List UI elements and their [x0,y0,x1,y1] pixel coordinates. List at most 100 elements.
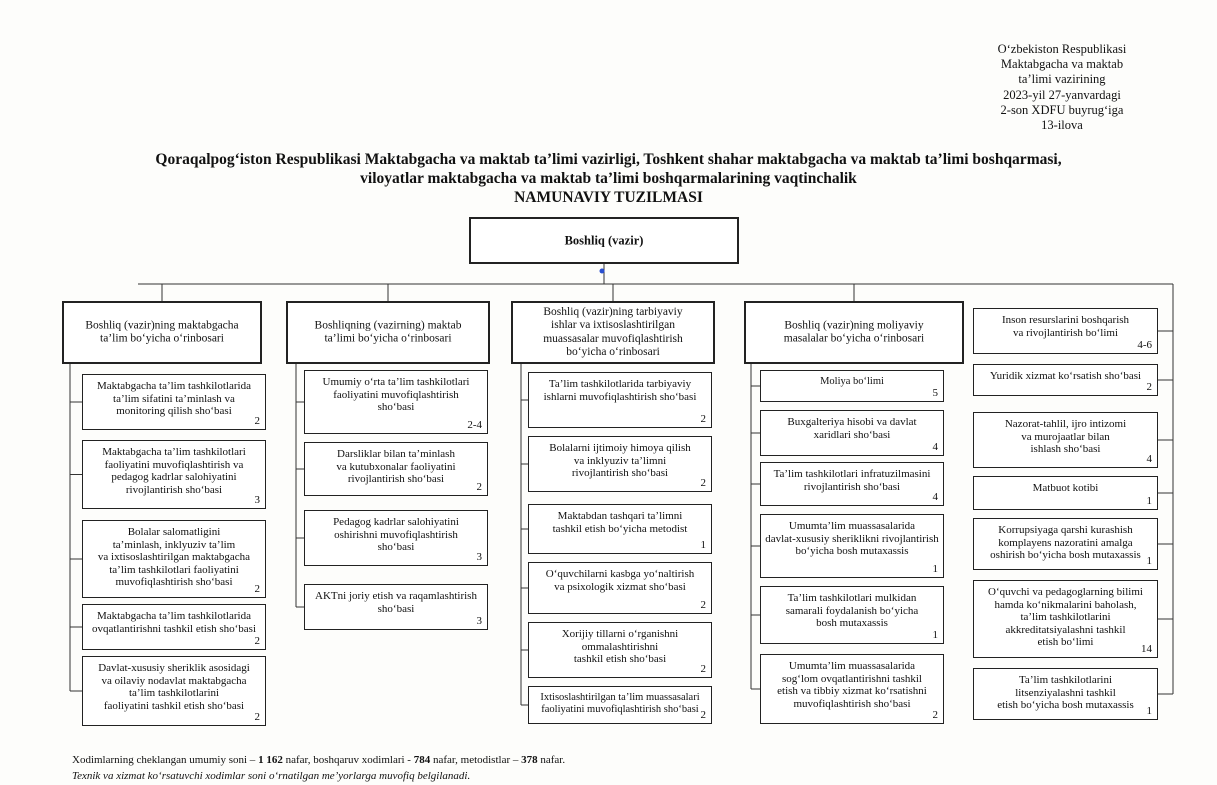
direct-unit-box-4-label-line-1: Matbuot kotibi [1032,482,1099,494]
unit-box-col1-1-label-line-2: ta’lim sifatini ta’minlash va [113,392,235,405]
direct-unit-box-2-staff-count: 2 [1146,381,1153,393]
direct-unit-box-3-label-line-2: va murojaatlar bilan [1021,430,1110,443]
deputy-box-4-label-line-2: masalalar bo‘yicha o‘rinbosari [783,332,925,345]
unit-box-col1-3-staff-count: 2 [254,583,261,595]
unit-box-col1-1-staff-count: 2 [254,415,261,427]
unit-box-col4-5-label-line-2: samarali foydalanish bo‘yicha [785,604,919,617]
unit-box-col4-5-label-line-1: Ta’lim tashkilotlari mulkidan [787,592,917,604]
unit-box-col3-5-staff-count: 2 [700,663,707,675]
title-line-3: NAMUNAVIY TUZILMASI [514,189,703,206]
unit-box-col2-2-staff-count: 2 [476,481,483,493]
deputy-box-2-label-line-1: Boshliqning (vazirning) maktab [314,319,462,331]
direct-unit-box-5-label-line-2: komplayens nazoratini amalga [998,536,1133,549]
direct-unit-box-1-staff-count: 4-6 [1137,339,1152,351]
unit-box-col4-2-label-line-2: xaridlari sho‘basi [813,428,891,441]
unit-box-col3-4-staff-count: 2 [700,599,707,611]
direct-unit-box-3-label-line-3: ishlash sho‘basi [1030,443,1101,456]
unit-box-col1-3-label-line-4: ta’lim tashkilotlari faoliyatini [109,563,239,576]
unit-box-col3-1-staff-count: 2 [700,413,707,425]
connector-dot [599,268,605,274]
direct-unit-box-7-label-line-1: Ta’lim tashkilotlarini [1018,674,1113,686]
unit-box-col2-3-label-line-3: sho‘basi [377,541,415,554]
unit-box-col4-3-label-line-2: rivojlantirish sho‘basi [803,480,901,493]
unit-box-col1-5-label-line-1: Davlat-xususiy sheriklik asosidagi [98,662,250,674]
unit-box-col3-5-label-line-3: tashkil etish sho‘basi [573,653,667,666]
unit-box-col3-3-label-line-2: tashkil etish bo‘yicha metodist [552,522,688,535]
deputy-box-1-label-line-1: Boshliq (vazir)ning maktabgacha [85,319,239,331]
unit-box-col4-4-label-line-2: davlat-xususiy sheriklikni rivojlantiris… [765,532,939,545]
unit-box-col3-5-label-line-2: ommalashtirishni [581,640,659,653]
unit-box-col1-3-label-line-1: Bolalar salomatligini [127,526,221,538]
unit-box-col2-1-staff-count: 2-4 [467,419,482,431]
unit-box-col4-2-label-line-1: Buxgalteriya hisobi va davlat [787,416,917,428]
direct-unit-box-6-label-line-5: etish bo‘limi [1037,636,1094,649]
unit-box-col3-2-label-line-3: rivojlantirish sho‘basi [571,467,669,480]
unit-box-col2-3-staff-count: 3 [476,551,483,563]
deputy-box-3-label-line-1: Boshliq (vazir)ning tarbiyaviy [543,305,683,318]
approval-note-line-4: 2023-yil 27-yanvardagi [1003,87,1121,102]
deputy-box-3-label-line-2: ishlar va ixtisoslashtirilgan [551,319,675,331]
unit-box-col4-1-label-line-1: Moliya bo‘limi [820,376,884,387]
unit-box-col2-3-label-line-2: oshirishni muvofiqlashtirish [334,528,458,541]
unit-box-col2-1-label-line-2: faoliyatini muvofiqlashtirish [333,388,459,401]
unit-box-col4-6-label-line-1: Umumta’lim muassasalarida [788,660,916,672]
approval-note-line-2: Maktabgacha va maktab [1000,57,1124,72]
unit-box-col4-6-label-line-4: muvofiqlashtirish sho‘basi [793,697,911,710]
unit-box-col1-4-staff-count: 2 [254,635,261,647]
approval-note-line-6: 13-ilova [1041,118,1083,133]
direct-unit-box-2-label-line-1: Yuridik xizmat ko‘rsatish sho‘basi [989,370,1142,382]
direct-unit-box-7-label-line-3: etish bo‘yicha bosh mutaxassis [997,699,1134,712]
unit-box-col4-6-label-line-3: etish va tibbiy xizmat ko‘rsatishni [777,685,927,698]
unit-box-col3-2-staff-count: 2 [700,477,707,489]
unit-box-col1-2-label-line-4: rivojlantirish sho‘basi [125,483,223,496]
direct-unit-box-7-label-line-2: litsenziyalashni tashkil [1015,686,1116,699]
direct-unit-box-3-staff-count: 4 [1146,453,1153,465]
root-label: Boshliq (vazir) [564,233,644,248]
unit-box-col3-3-label-line-1: Maktabdan tashqari ta’limni [557,510,683,522]
unit-box-col3-6-label-line-1: Ixtisoslashtirilgan ta’lim muassasalari [540,692,700,703]
title-line-2: viloyatlar maktabgacha va maktab ta’limi… [360,170,857,187]
unit-box-col4-2-staff-count: 4 [932,441,939,453]
direct-unit-box-1-label-line-1: Inson resurslarini boshqarish [1001,314,1130,326]
unit-box-col3-4-label-line-2: va psixologik xizmat sho‘basi [554,580,686,593]
unit-box-col2-3-label-line-1: Pedagog kadrlar salohiyatini [333,516,459,528]
unit-box-col1-5-staff-count: 2 [254,711,261,723]
footer-staff-count: Xodimlarning cheklangan umumiy soni – 1 … [72,754,566,766]
unit-box-col4-5-staff-count: 1 [932,629,939,641]
unit-box-col2-4-label-line-1: AKTni joriy etish va raqamlashtirish [315,590,477,602]
title-line-1: Qoraqalpog‘iston Respublikasi Maktabgach… [155,151,1062,168]
unit-box-col4-1-label: Moliya bo‘limi [765,376,939,388]
unit-box-col3-1-label-line-2: ishlarni muvofiqlashtirish sho‘basi [543,390,697,403]
unit-box-col1-2-staff-count: 3 [254,494,261,506]
unit-box-col1-3-label-line-2: ta’minlash, inklyuziv ta’lim [112,538,236,551]
